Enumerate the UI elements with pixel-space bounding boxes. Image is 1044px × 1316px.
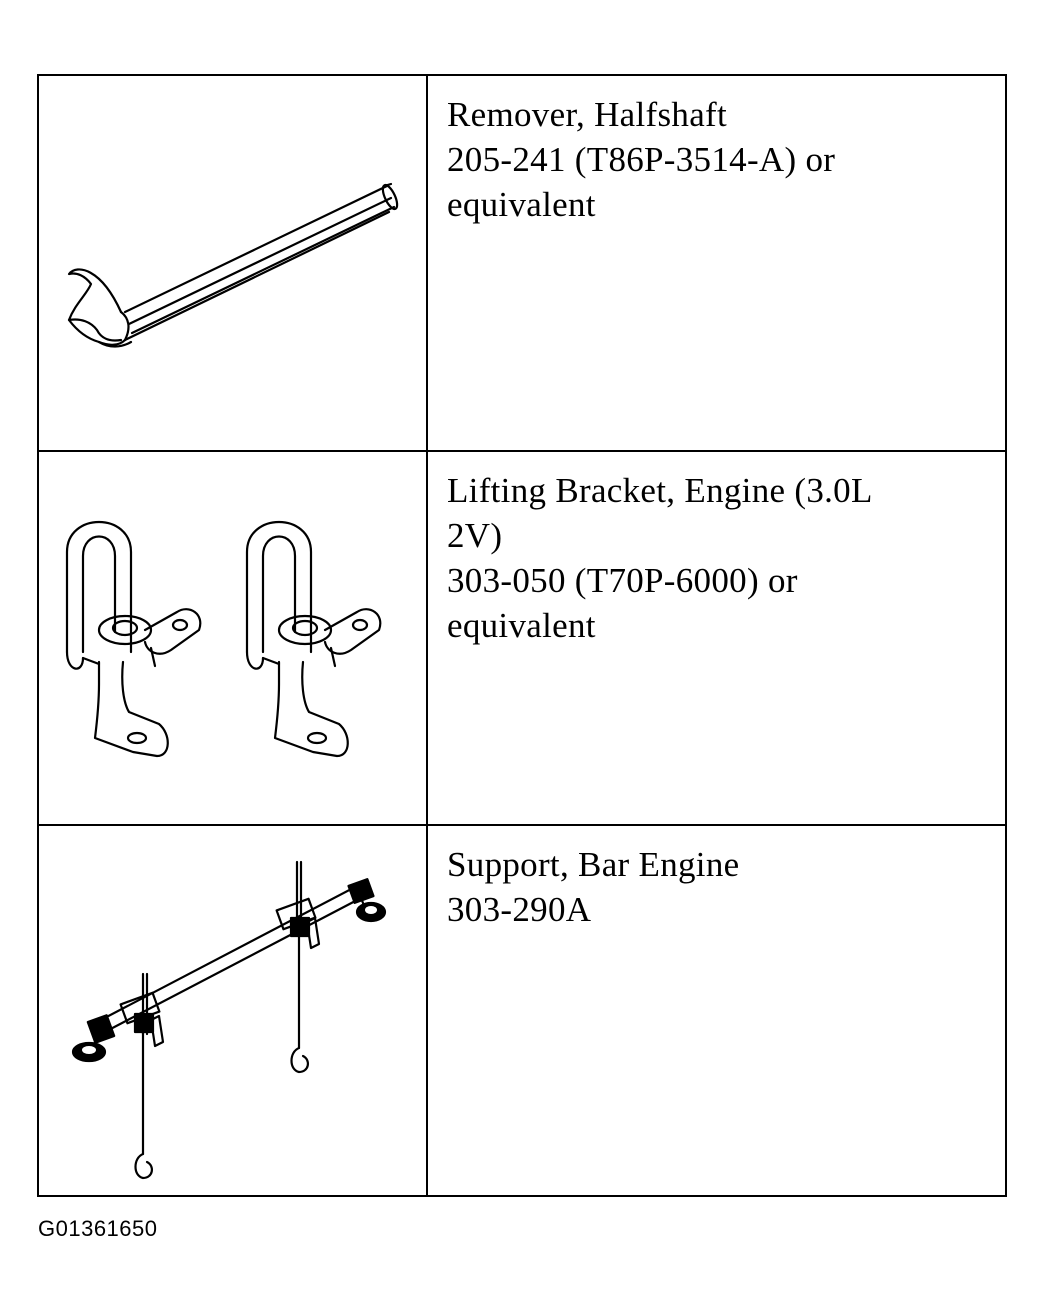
tool-number-suffix: equivalent xyxy=(447,606,596,645)
engine-support-bar-icon xyxy=(71,860,387,1180)
tool-row-lifting-bracket: Lifting Bracket, Engine (3.0L 2V) 303-05… xyxy=(39,452,1005,826)
tool-image-cell xyxy=(39,76,428,450)
tool-name: Support, Bar Engine xyxy=(447,845,740,884)
lifting-bracket-left xyxy=(65,520,202,758)
tool-row-halfshaft-remover: Remover, Halfshaft 205-241 (T86P-3514-A)… xyxy=(39,76,1005,452)
tool-table: Remover, Halfshaft 205-241 (T86P-3514-A)… xyxy=(37,74,1007,1197)
tool-description: Lifting Bracket, Engine (3.0L 2V) 303-05… xyxy=(447,468,987,648)
tool-number: 303-050 (T70P-6000) or xyxy=(447,561,798,600)
tool-row-support-bar: Support, Bar Engine 303-290A xyxy=(39,826,1005,1195)
tool-image-cell xyxy=(39,452,428,824)
tool-number: 303-290A xyxy=(447,890,592,929)
tool-name: Lifting Bracket, Engine (3.0L xyxy=(447,471,873,510)
engine-lifting-bracket-icon xyxy=(65,520,382,758)
tool-number: 205-241 (T86P-3514-A) or xyxy=(447,140,836,179)
tool-name-continued: 2V) xyxy=(447,516,503,555)
halfshaft-remover-icon xyxy=(67,182,399,348)
lifting-bracket-right xyxy=(245,520,382,758)
tool-image-cell xyxy=(39,826,428,1195)
tool-description: Remover, Halfshaft 205-241 (T86P-3514-A)… xyxy=(447,92,987,227)
figure-id: G01361650 xyxy=(38,1216,158,1241)
tool-description: Support, Bar Engine 303-290A xyxy=(447,842,987,932)
tool-number-suffix: equivalent xyxy=(447,185,596,224)
tool-name: Remover, Halfshaft xyxy=(447,95,728,134)
